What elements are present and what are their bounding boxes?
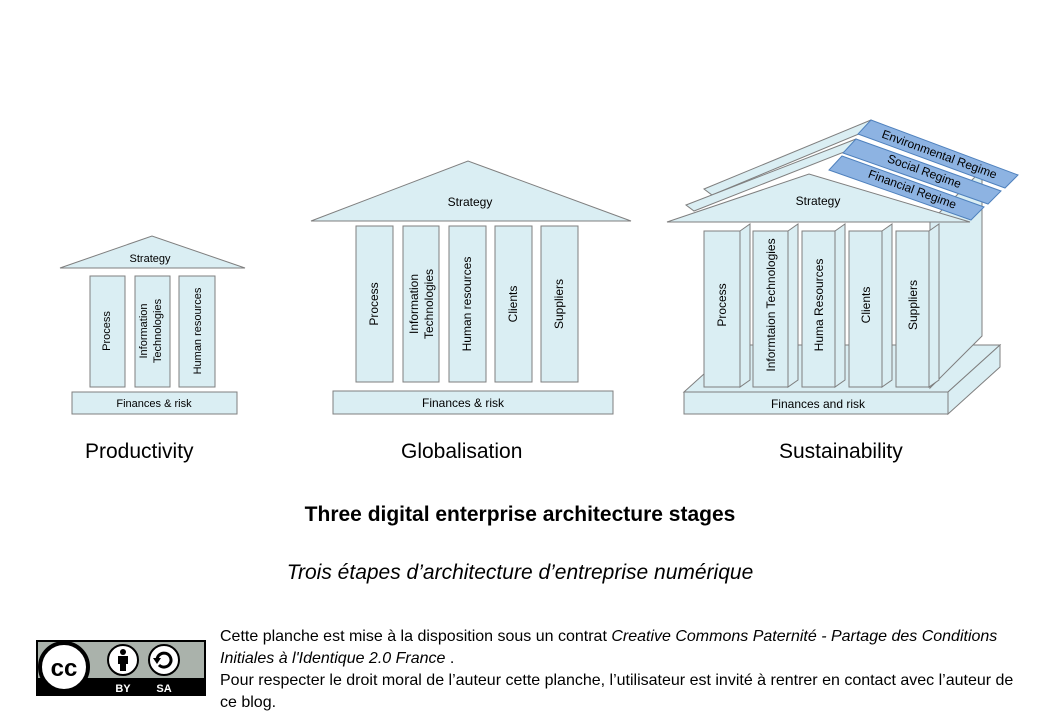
temple-productivity: Strategy Process Information Technologie… [59,235,246,415]
pillar-information-technologies [134,275,171,388]
pillar-label: Huma Resources [812,259,826,352]
pillar-process [703,230,741,388]
base-label: Finances and risk [771,397,866,411]
pillar-depth [834,223,846,388]
pillar-process [89,275,126,388]
temple-sustainability: Strategy Process Informtaion Technologie… [666,119,1002,416]
by-label: BY [115,683,131,695]
architecture-diagram: Strategy Process Information Technologie… [59,119,1019,416]
pillar-information-technologies [752,230,789,388]
title-english: Three digital enterprise architecture st… [304,503,736,526]
license-name[interactable]: Creative Commons Paternité - Partage des… [220,628,998,667]
pillar-depth [787,223,799,388]
sa-label: SA [156,683,171,695]
stage-label-globalisation: Globalisation [401,440,523,463]
base-label: Finances & risk [116,398,192,410]
roof-label: Strategy [448,195,493,209]
pillar-label: Human resources [192,287,204,374]
pillar-depth [881,223,893,388]
pillar-suppliers [540,225,579,383]
pillar-label: Process [715,283,729,326]
sa-icon [148,644,180,676]
regime-social [842,138,1002,205]
pillar-label: Clients [859,287,873,324]
pillar-human-resources [801,230,836,388]
by-icon [107,644,139,676]
pillar-label: Process [101,311,113,351]
base-label: Finances & risk [422,396,505,410]
pillar-clients [494,225,533,383]
roof-label: Strategy [130,253,171,265]
temple-globalisation: Strategy Process Information Technologie… [310,160,632,415]
pillar-label: Information [138,303,150,358]
pillar-human-resources [178,275,216,388]
base-globalisation [332,390,614,415]
pillar-label: Process [367,282,381,325]
license-moral-rights: Pour respecter le droit moral de l’auteu… [220,672,1014,711]
stage-label-sustainability: Sustainability [779,440,903,463]
pillar-clients [848,230,883,388]
license-intro: Cette planche est mise à la disposition … [220,628,612,645]
cc-icon [38,641,90,693]
roof-sustainability [666,173,971,223]
pillar-information-technologies [402,225,440,383]
pillar-label: Suppliers [552,279,566,329]
pillar-depth [739,223,751,388]
regime-financial [828,155,985,221]
pillar-label: Human resources [460,257,474,352]
license-end: . [445,650,455,667]
pillar-label: Clients [506,286,520,323]
pillar-label: Technologies [422,269,436,339]
pillar-human-resources [448,225,487,383]
base-sustainability [683,391,949,415]
roof-globalisation [310,160,632,222]
pillar-process [355,225,394,383]
pillar-label: Technologies [152,298,164,363]
base-productivity [71,391,238,415]
license-notice: Cette planche est mise à la disposition … [220,626,1030,714]
regime-environmental [857,119,1019,189]
pillar-label: Information [407,274,421,334]
roof-label: Strategy [796,194,841,208]
pillar-label: Informtaion Technologies [764,238,778,371]
cc-by-sa-badge: cc BY SA [36,640,206,696]
pillar-suppliers [895,230,930,388]
cc-icon-label: cc [51,655,78,682]
stage-label-productivity: Productivity [85,440,194,463]
title-french: Trois étapes d’architecture d’entreprise… [286,561,754,584]
pillar-label: Suppliers [906,280,920,330]
pillar-depth [928,223,940,388]
roof-productivity [59,235,246,269]
